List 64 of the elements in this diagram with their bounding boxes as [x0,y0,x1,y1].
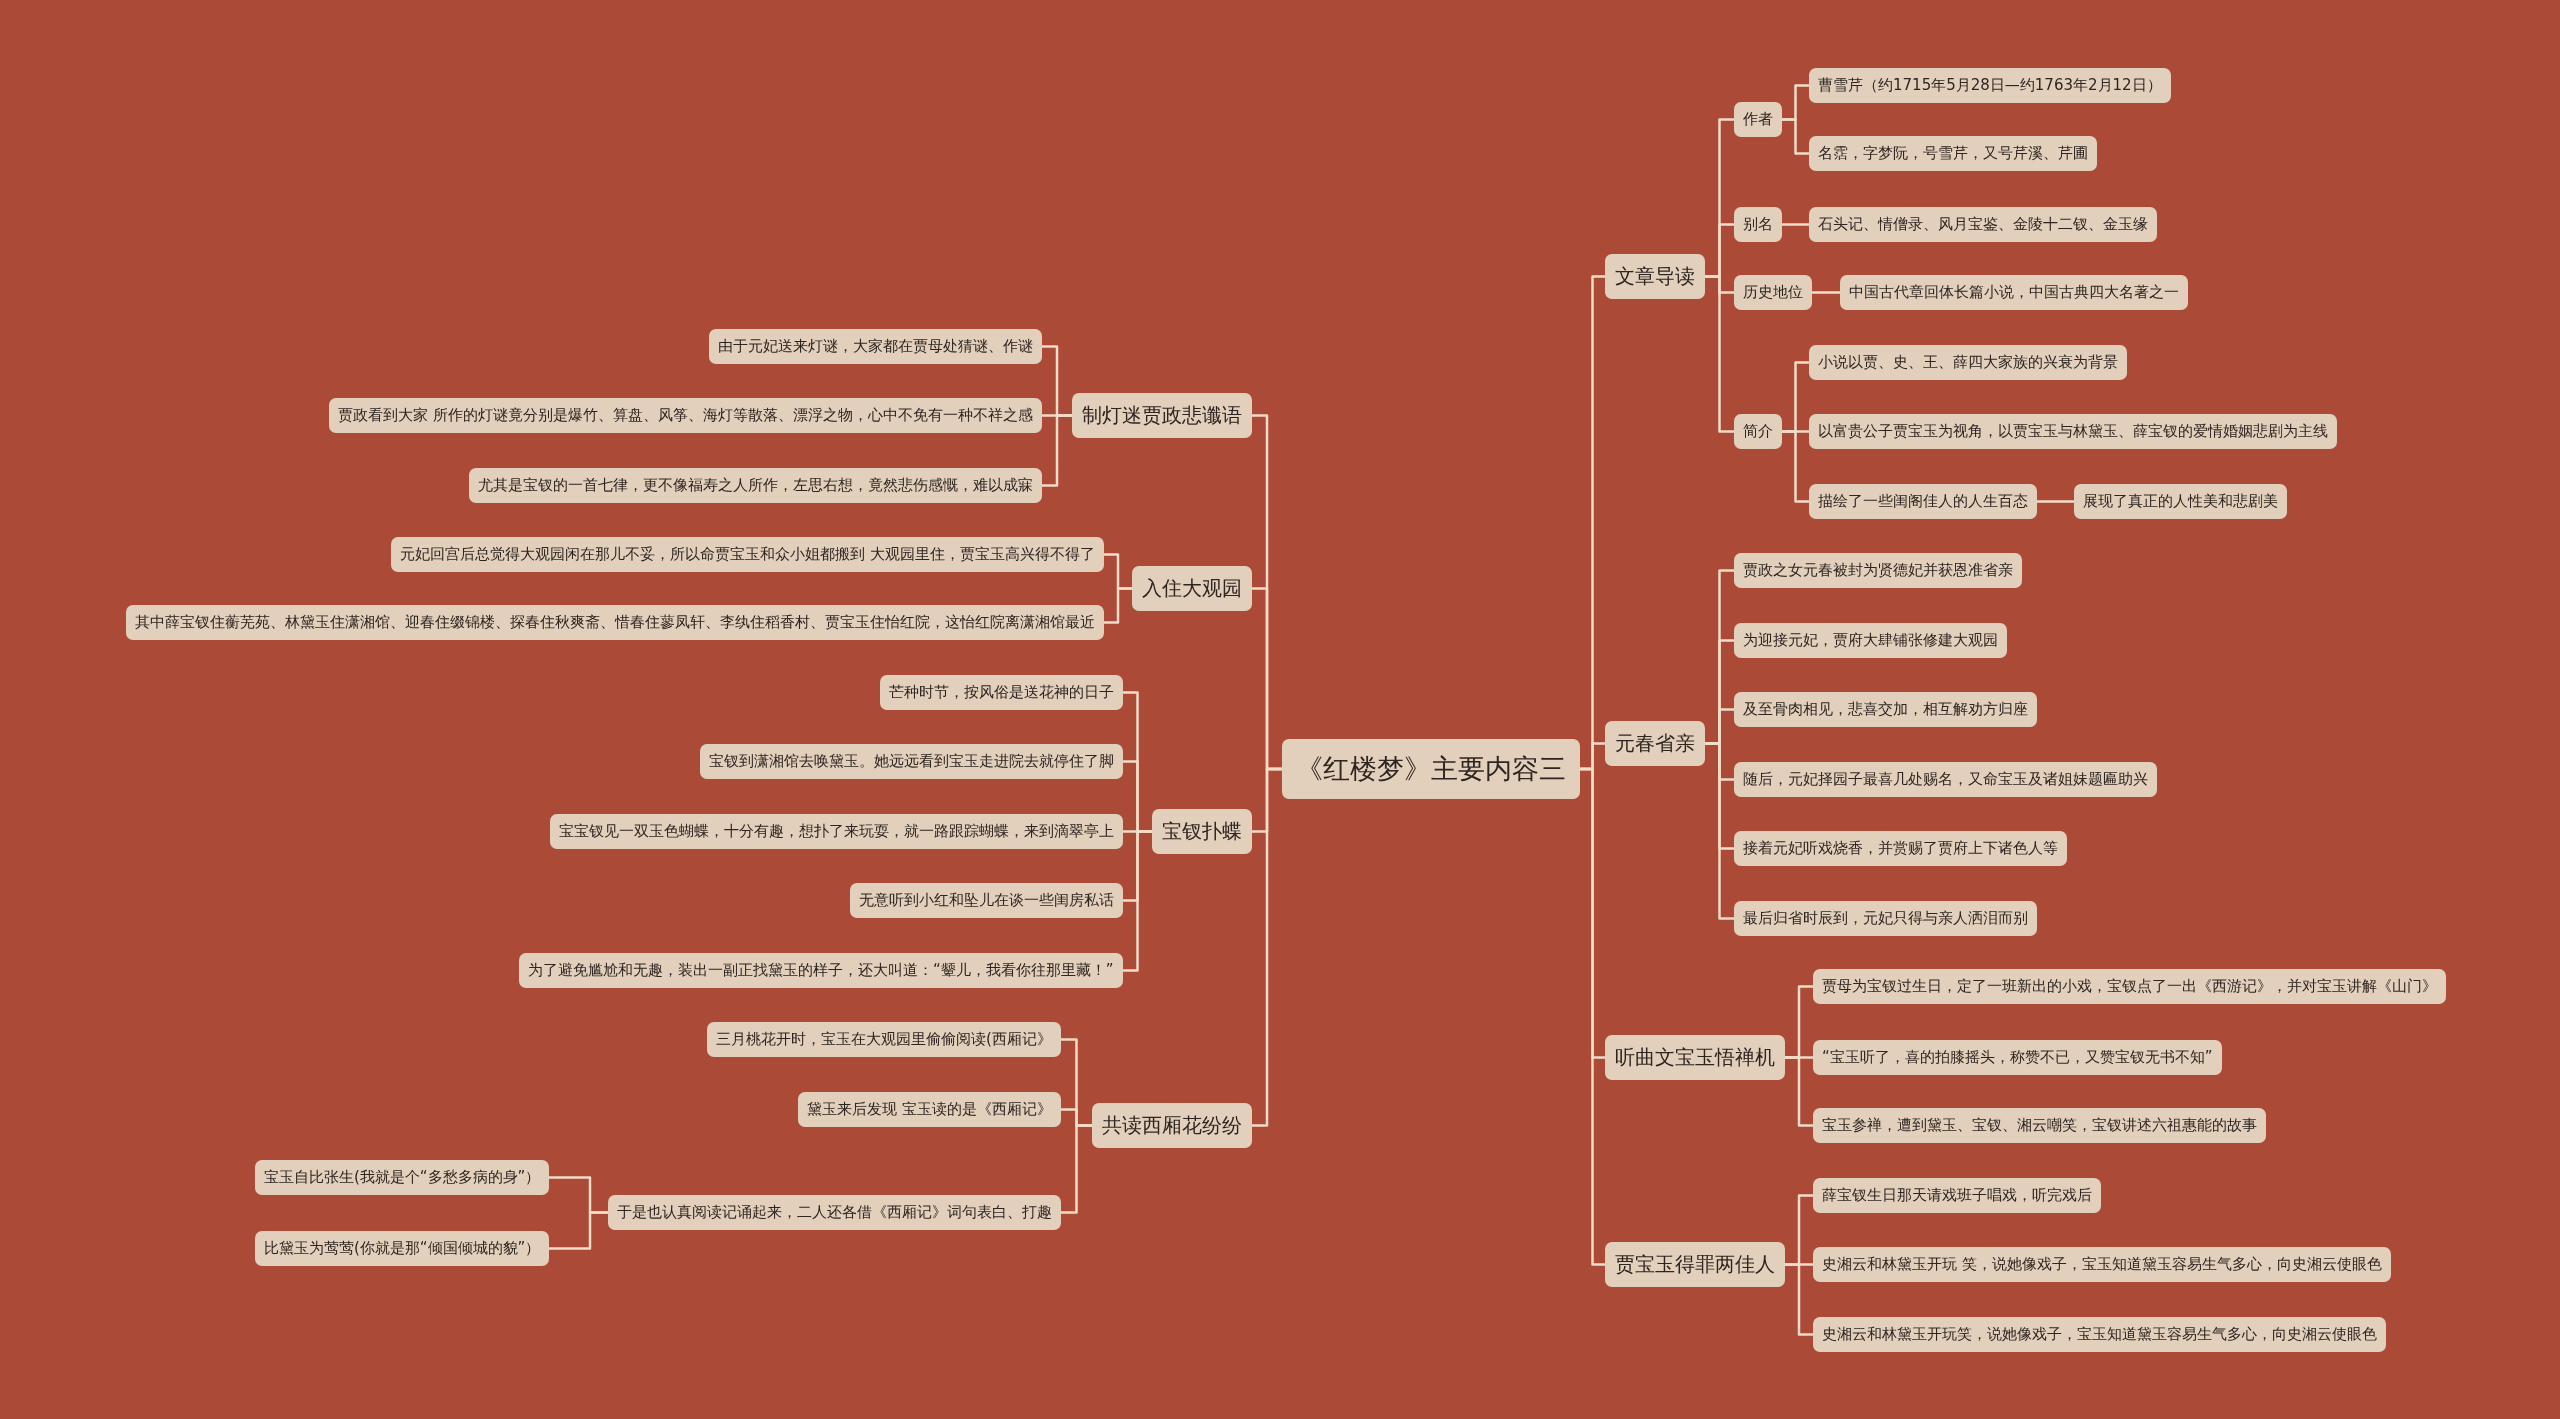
connector-line [1782,223,1809,226]
connector-line [1123,830,1152,972]
leaf-topic: 史湘云和林黛玉开玩 笑，说她像戏子，宝玉知道黛玉容易生气多心，向史湘云使眼色 [1813,1246,2391,1282]
leaf-topic: 为迎接元妃，贾府大肆铺张修建大观园 [1734,622,2007,658]
leaf-topic: 中国古代章回体长篇小说，中国古典四大名著之一 [1840,274,2188,310]
leaf-topic: 于是也认真阅读记诵起来，二人还各借《西厢记》词句表白、打趣 [608,1194,1061,1230]
connector-line [1061,1124,1092,1214]
leaf-topic: “宝玉听了，喜的拍膝摇头，称赞不已，又赞宝钗无书不知” [1813,1039,2222,1075]
leaf-topic: 其中薛宝钗住蘅芜苑、林黛玉住潇湘馆、迎春住缀锦楼、探春住秋爽斋、惜春住蓼凤轩、李纨住稻香村、贾宝玉住怡红院，这怡红院离潇湘馆最近 [126,604,1104,640]
leaf-topic: 贾政之女元春被封为贤德妃并获恩准省亲 [1734,552,2022,588]
leaf-topic: 作者 [1734,101,1782,137]
leaf-topic: 为了避免尴尬和无趣，装出一副正找黛玉的样子，还大叫道：“颦儿，我看你往那里藏！” [519,952,1123,988]
connector-line [1252,767,1282,1127]
branch-topic: 贾宝玉得罪两佳人 [1605,1241,1785,1287]
connector-line [1104,587,1132,624]
branch-topic: 入住大观园 [1132,565,1252,611]
leaf-topic: 宝玉参禅，遭到黛玉、宝钗、湘云嘲笑，宝钗讲述六祖惠能的故事 [1813,1107,2266,1143]
leaf-topic: 最后归省时辰到，元妃只得与亲人洒泪而别 [1734,900,2037,936]
connector-line [1785,1056,1813,1127]
leaf-topic: 小说以贾、史、王、薛四大家族的兴衰为背景 [1809,344,2127,380]
leaf-topic: 贾母为宝钗过生日，定了一班新出的小戏，宝钗点了一出《西游记》，并对宝玉讲解《山门》 [1813,968,2446,1004]
leaf-topic: 薛宝钗生日那天请戏班子唱戏，听完戏后 [1813,1177,2101,1213]
leaf-topic: 宝钗到潇湘馆去唤黛玉。她远远看到宝玉走进院去就停住了脚 [700,743,1123,779]
leaf-topic: 展现了真正的人性美和悲剧美 [2074,483,2287,519]
connector-line [549,1211,608,1250]
leaf-topic: 比黛玉为莺莺(你就是那“倾国倾城的貌”） [255,1230,550,1266]
leaf-topic: 以富贵公子贾宝玉为视角，以贾宝玉与林黛玉、薛宝钗的爱情婚姻悲剧为主线 [1809,413,2337,449]
branch-topic: 元春省亲 [1605,720,1705,766]
connector-line [1042,414,1072,487]
central-topic: 《红楼梦》主要内容三 [1282,739,1580,799]
connector-line [1812,291,1840,294]
connector-line [1705,275,1734,433]
leaf-topic: 及至骨肉相见，悲喜交加，相互解劝方归座 [1734,691,2037,727]
connector-line [1580,767,1605,1266]
leaf-topic: 三月桃花开时，宝玉在大观园里偷偷阅读(西厢记》 [707,1021,1061,1057]
branch-topic: 共读西厢花纷纷 [1092,1102,1252,1148]
leaf-topic: 宝玉自比张生(我就是个“多愁多病的身”） [255,1159,550,1195]
leaf-topic: 接着元妃听戏烧香，并赏赐了贾府上下诸色人等 [1734,830,2067,866]
leaf-topic: 别名 [1734,206,1782,242]
leaf-topic: 由于元妃送来灯谜，大家都在贾母处猜谜、作谜 [709,328,1042,364]
leaf-topic: 无意听到小红和坠儿在谈一些闺房私话 [850,882,1123,918]
connector-line [1785,1263,1813,1336]
branch-topic: 宝钗扑蝶 [1152,808,1252,854]
branch-topic: 制灯迷贾政悲谶语 [1072,392,1252,438]
connector-line [1705,742,1734,920]
leaf-topic: 描绘了一些闺阁佳人的人生百态 [1809,483,2037,519]
leaf-topic: 元妃回宫后总觉得大观园闲在那儿不妥，所以命贾宝玉和众小姐都搬到 大观园里住，贾宝玉高兴得不得了 [391,536,1104,572]
connector-line [2037,500,2074,503]
leaf-topic: 历史地位 [1734,274,1812,310]
connector-line [1782,430,1809,503]
leaf-topic: 名霑，字梦阮，号雪芹，又号芹溪、芹圃 [1809,135,2097,171]
leaf-topic: 史湘云和林黛玉开玩笑，说她像戏子，宝玉知道黛玉容易生气多心，向史湘云使眼色 [1813,1316,2386,1352]
leaf-topic: 尤其是宝钗的一首七律，更不像福寿之人所作，左思右想，竟然悲伤感慨，难以成寐 [469,467,1042,503]
leaf-topic: 宝宝钗见一双玉色蝴蝶，十分有趣，想扑了来玩耍，就一路跟踪蝴蝶，来到滴翠亭上 [550,813,1123,849]
leaf-topic: 随后，元妃择园子最喜几处赐名，又命宝玉及诸姐妹题匾助兴 [1734,761,2157,797]
leaf-topic: 石头记、情僧录、风月宝鉴、金陵十二钗、金玉缘 [1809,206,2157,242]
leaf-topic: 曹雪芹（约1715年5月28日—约1763年2月12日） [1809,67,2171,103]
branch-topic: 文章导读 [1605,253,1705,299]
leaf-topic: 简介 [1734,413,1782,449]
leaf-topic: 贾政看到大家 所作的灯谜竟分别是爆竹、算盘、风筝、海灯等散落、漂浮之物，心中不免有一种不祥之感 [329,397,1042,433]
branch-topic: 听曲文宝玉悟禅机 [1605,1034,1785,1080]
leaf-topic: 黛玉来后发现 宝玉读的是《西厢记》 [798,1091,1061,1127]
leaf-topic: 芒种时节，按风俗是送花神的日子 [880,674,1123,710]
connector-line [1782,118,1809,155]
